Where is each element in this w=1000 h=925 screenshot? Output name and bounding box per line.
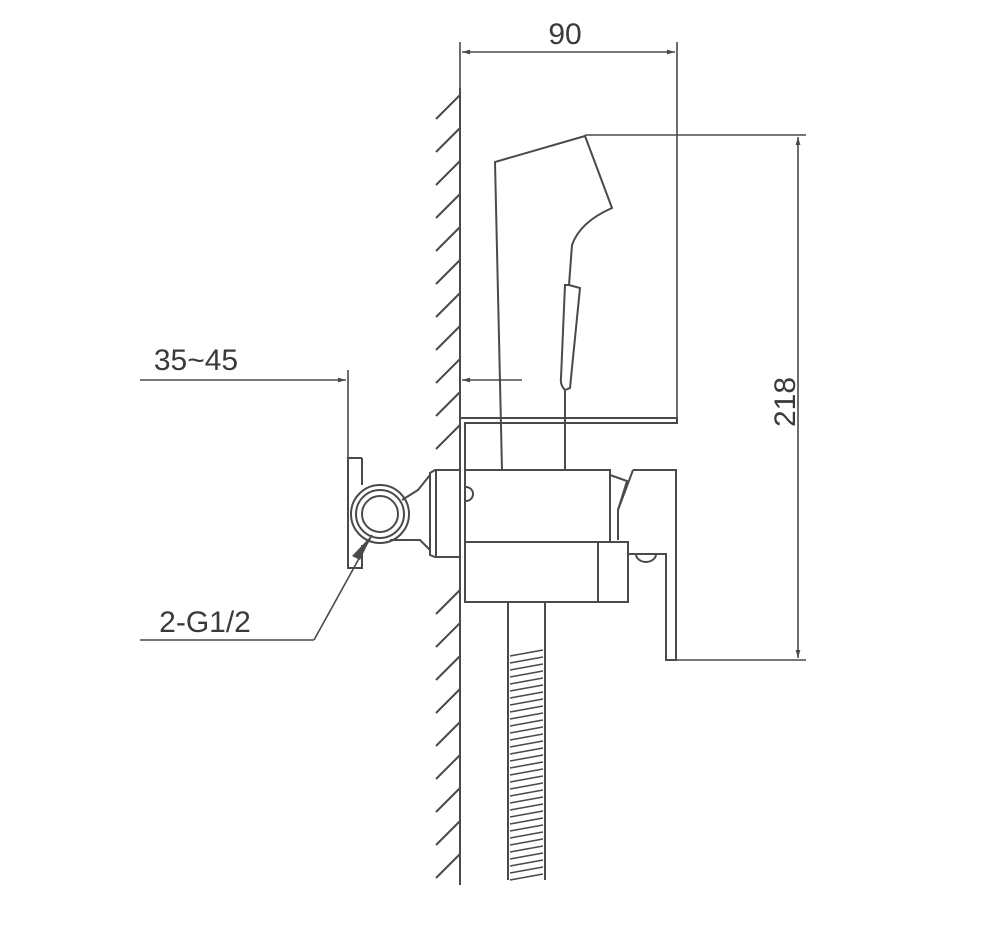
sprayer-holder	[460, 417, 678, 602]
hatch-line	[435, 226, 461, 252]
hatch-line	[435, 820, 461, 846]
hose-thread-line	[509, 775, 544, 783]
hose-thread-line	[509, 838, 544, 846]
hose-thread-line	[509, 789, 544, 797]
hose-thread-line	[509, 705, 544, 713]
hatch-line	[435, 127, 461, 153]
height-label: 218	[769, 377, 802, 427]
wall-offset-label: 35~45	[154, 344, 238, 377]
connection-leader: 2-G1/2	[140, 534, 373, 641]
hose-thread-line	[509, 747, 544, 755]
hose-thread-line	[509, 677, 544, 685]
hatch-line	[435, 325, 461, 351]
hose-thread-line	[509, 810, 544, 818]
hose-thread-line	[509, 754, 544, 762]
height-dimension: 218	[585, 134, 806, 661]
hose-thread-line	[509, 866, 544, 874]
hose-thread-line	[509, 824, 544, 832]
hose-thread-line	[509, 803, 544, 811]
hose-thread-line	[509, 726, 544, 734]
hose-thread-line	[509, 852, 544, 860]
hose-thread-line	[509, 670, 544, 678]
hatch-line	[435, 688, 461, 714]
hatch-line	[435, 754, 461, 780]
hatch-line	[435, 94, 461, 120]
hatch-line	[435, 358, 461, 384]
hatch-line	[435, 853, 461, 879]
wall-connector	[347, 457, 460, 569]
hose-thread-line	[509, 845, 544, 853]
hose-thread-line	[509, 782, 544, 790]
hatch-line	[435, 391, 461, 417]
hose-thread-line	[509, 733, 544, 741]
hose-thread-line	[509, 684, 544, 692]
hose-thread-line	[509, 740, 544, 748]
hose-thread-line	[509, 761, 544, 769]
hose-thread-line	[509, 719, 544, 727]
wall-hatching	[435, 94, 461, 879]
hatch-line	[435, 193, 461, 219]
hatch-line	[435, 424, 461, 450]
hose-thread-line	[509, 859, 544, 867]
hose-thread-line	[509, 691, 544, 699]
hose-thread-line	[509, 768, 544, 776]
width-dimension: 90	[459, 18, 678, 418]
hatch-line	[435, 589, 461, 615]
hose-thread-line	[509, 873, 544, 881]
hose-thread-line	[509, 649, 544, 657]
hose-spiral	[509, 649, 544, 881]
hatch-line	[435, 721, 461, 747]
hatch-line	[435, 259, 461, 285]
hatch-line	[435, 292, 461, 318]
valve-body	[464, 469, 629, 603]
hose-thread-line	[509, 817, 544, 825]
hose-thread-line	[509, 831, 544, 839]
width-label: 90	[548, 18, 581, 51]
hose-thread-line	[509, 796, 544, 804]
hose	[507, 602, 546, 881]
hatch-line	[435, 160, 461, 186]
wall	[435, 88, 461, 885]
hand-sprayer	[493, 134, 614, 471]
hatch-line	[435, 622, 461, 648]
hatch-line	[435, 787, 461, 813]
hose-thread-line	[509, 663, 544, 671]
hatch-line	[435, 655, 461, 681]
connection-label: 2-G1/2	[159, 606, 251, 639]
hose-thread-line	[509, 656, 544, 664]
lever-handle	[617, 469, 677, 661]
hose-thread-line	[509, 712, 544, 720]
wall-offset-dimension: 35~45	[140, 344, 522, 458]
hose-thread-line	[509, 698, 544, 706]
